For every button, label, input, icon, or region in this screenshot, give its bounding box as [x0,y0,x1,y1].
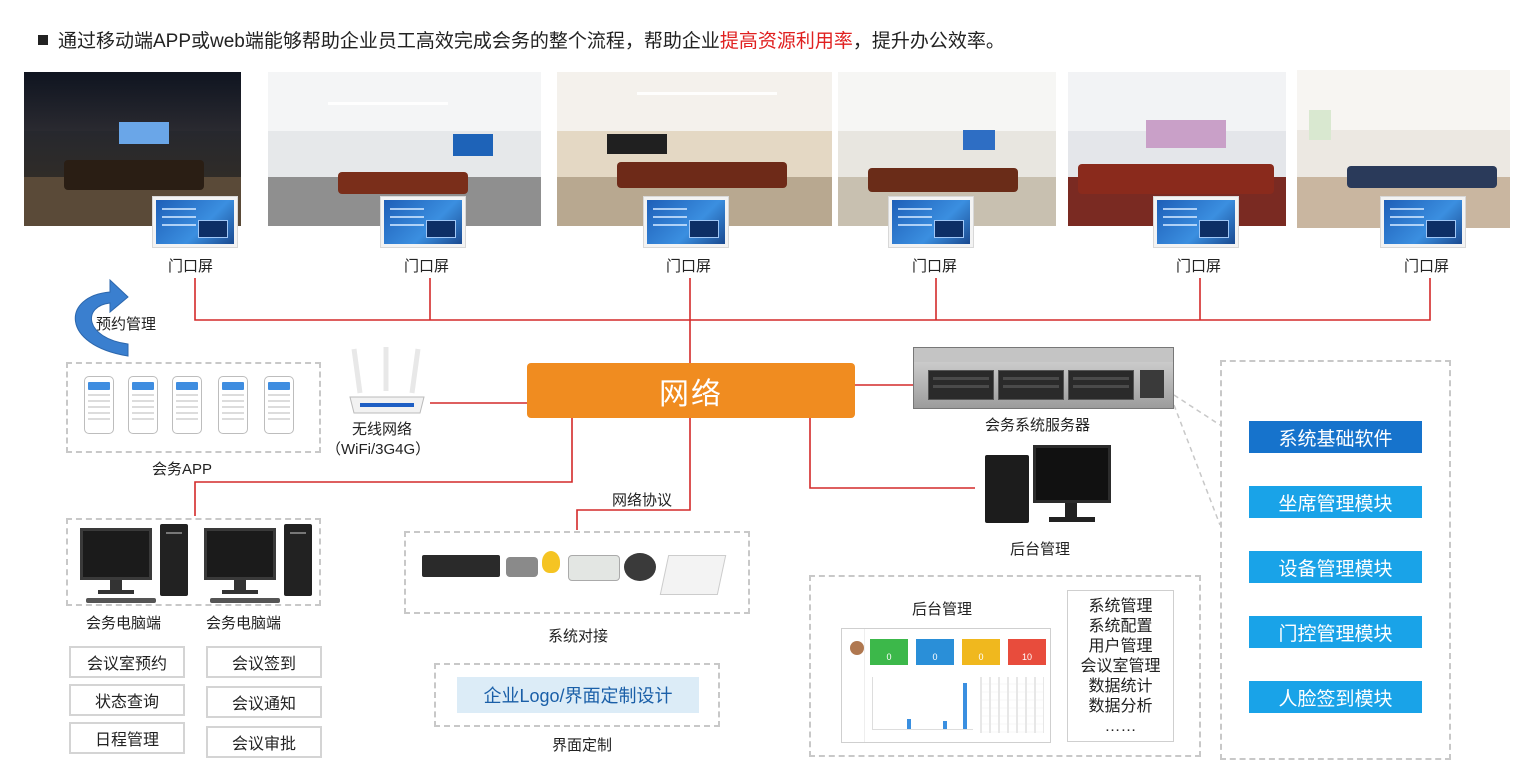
card-icon [659,555,727,595]
backend-menu: 系统管理 系统配置 用户管理 会议室管理 数据统计 数据分析 …… [1067,590,1174,742]
pc-label-2: 会务电脑端 [206,615,282,632]
reservation-arrow-icon [74,278,129,357]
door-screen-label-2: 门口屏 [404,258,450,275]
door-screen-label-6: 门口屏 [1404,258,1450,275]
meeting-room-photo-5 [1068,72,1286,226]
module-device-management: 设备管理模块 [1249,551,1422,583]
integration-label: 系统对接 [548,628,609,645]
door-screen-2 [380,196,466,248]
server-callout-line-2 [1173,404,1221,526]
function-status-query: 状态查询 [69,684,185,716]
software-modules-panel [1220,360,1451,760]
meeting-room-photo-6 [1297,70,1510,228]
integration-box [404,531,750,614]
customization-label: 界面定制 [552,737,613,754]
pc-terminal-box [66,518,321,606]
function-room-booking: 会议室预约 [69,646,185,678]
app-box [66,362,321,453]
user-avatar [850,641,864,655]
stat-tile-red: 10 [1008,639,1046,665]
door-screen-label-5: 门口屏 [1176,258,1222,275]
net-backend-line [809,418,975,489]
door-screen-1 [152,196,238,248]
door-screen-label-1: 门口屏 [168,258,214,275]
pc-terminal-icon-1 [80,524,190,606]
customization-box [434,663,720,727]
switch-device-icon [506,557,538,577]
wireless-label-line2: （WiFi/3G4G） [326,441,431,458]
module-seat-management: 坐席管理模块 [1249,486,1422,518]
camera-icon [624,553,656,581]
backend-menu-item: 系统管理 [1088,598,1153,615]
backend-menu-item: 数据统计 [1088,678,1153,695]
conference-server-icon [913,347,1174,409]
server-callout-line [1173,394,1221,426]
function-approval: 会议审批 [206,726,322,758]
backend-panel [809,575,1201,757]
net-pc-line [194,418,573,516]
backend-menu-item: 会议室管理 [1080,658,1161,675]
function-check-in: 会议签到 [206,646,322,678]
reservation-label: 预约管理 [96,316,157,333]
headline-highlight: 提高资源利用率 [719,31,853,52]
backend-menu-item: 数据分析 [1088,698,1153,715]
stat-tile-green: 0 [870,639,908,665]
door-screen-label-3: 门口屏 [666,258,712,275]
door-screen-label-4: 门口屏 [912,258,958,275]
backend-dashboard-screenshot: 0 0 0 10 [841,628,1051,743]
protocol-label: 网络协议 [612,492,673,509]
door-screen-3 [643,196,729,248]
light-bulb-icon [542,551,560,573]
backend-menu-item: 系统配置 [1088,618,1153,635]
server-label: 会务系统服务器 [985,417,1091,434]
mini-calendar [980,677,1044,733]
module-base-software: 系统基础软件 [1249,421,1422,453]
pc-label-1: 会务电脑端 [86,615,162,632]
bullet-square-icon [38,35,48,45]
backend-label: 后台管理 [1010,541,1071,558]
door-screen-5 [1153,196,1239,248]
network-hub: 网络 [527,363,855,418]
module-face-checkin: 人脸签到模块 [1249,681,1422,713]
backend-workstation-icon [985,445,1115,530]
door-screen-4 [888,196,974,248]
function-notification: 会议通知 [206,686,322,718]
wireless-label-line1: 无线网络 [352,421,413,438]
headline: 通过移动端APP或web端能够帮助企业员工高效完成会务的整个流程，帮助企业提高资… [38,26,1005,53]
backend-panel-title: 后台管理 [912,601,973,618]
pc-terminal-icon-2 [204,524,314,606]
module-door-control: 门控管理模块 [1249,616,1422,648]
backend-menu-item: …… [1104,718,1137,735]
stat-tile-yellow: 0 [962,639,1000,665]
headline-suffix: ，提升办公效率。 [852,31,1005,52]
wifi-router-icon [349,347,425,414]
door-screen-6 [1380,196,1466,248]
door-bus-line [194,278,1431,321]
customization-text: 企业Logo/界面定制设计 [457,677,699,713]
headline-prefix: 通过移动端APP或web端能够帮助企业员工高效完成会务的整个流程，帮助企业 [58,31,720,52]
backend-menu-item: 用户管理 [1088,638,1153,655]
sensor-device-icon [568,555,620,581]
app-label: 会务APP [152,461,213,478]
net-protocol-line [576,418,691,530]
stat-tile-blue: 0 [916,639,954,665]
function-schedule: 日程管理 [69,722,185,754]
media-device-icon [422,555,500,577]
mini-chart [872,677,973,730]
